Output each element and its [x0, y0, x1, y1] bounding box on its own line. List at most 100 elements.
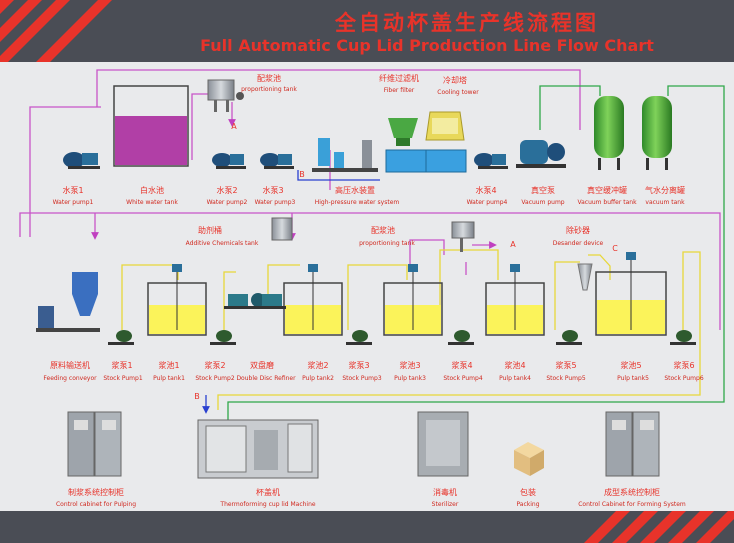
- fiber-filter: [388, 118, 418, 146]
- label-high-pressure-en: High-pressure water system: [314, 199, 400, 206]
- label-fiber-filter-en: Fiber filter: [383, 87, 415, 94]
- cooling-tower: [425, 111, 465, 141]
- label-white-water-tank-cn: 白水池: [140, 186, 164, 195]
- yellow-pipes: [121, 249, 701, 410]
- label-pulp-tank5-cn: 浆池5: [620, 361, 642, 370]
- label-stock-pump1-cn: 浆泵1: [111, 361, 133, 370]
- marker-b-top: B: [299, 170, 305, 179]
- vacuum-buffer-tank: [594, 96, 624, 170]
- label-desander-en: Desander device: [552, 240, 604, 247]
- label-vacuum-buffer-tank-en: Vacuum buffer tank: [577, 199, 637, 206]
- header-banner: 全自动杯盖生产线流程图 Full Automatic Cup Lid Produ…: [0, 0, 734, 62]
- footer-banner: [0, 511, 734, 543]
- label-proportioning-tank-top-cn: 配浆池: [257, 74, 281, 83]
- control-cabinet-forming: [605, 411, 660, 477]
- vacuum-pump: [516, 140, 566, 168]
- label-water-pump3-en: Water pump3: [254, 199, 296, 206]
- header-stripes: [0, 0, 112, 62]
- label-proportioning-tank-top-en: proportioning tank: [241, 86, 297, 93]
- packing: [514, 442, 544, 476]
- magenta-pipes: [19, 69, 721, 330]
- label-thermoforming-machine-en: Thermoforming cup lid Machine: [220, 501, 316, 508]
- green-pipes: [227, 85, 725, 420]
- label-control-cabinet-forming-en: Control Cabinet for Forming System: [578, 501, 686, 508]
- label-pulp-tank1-en: Pulp tank1: [153, 375, 185, 382]
- additive-chemicals-tank: [271, 217, 293, 241]
- double-disc-refiner: [224, 293, 286, 309]
- page-title: 全自动杯盖生产线流程图: [335, 11, 599, 35]
- proportioning-tank-mid: [451, 221, 475, 252]
- water-pump3: [260, 153, 294, 169]
- proportioning-tank-top: [207, 79, 244, 112]
- label-proportioning-tank-mid-en: proportioning tank: [359, 240, 415, 247]
- label-pulp-tank2-en: Pulp tank2: [302, 375, 334, 382]
- label-double-disc-refiner-en: Double Disc Refiner: [236, 375, 296, 382]
- page-subtitle: Full Automatic Cup Lid Production Line F…: [200, 36, 654, 55]
- blue-pipes: [202, 170, 380, 414]
- label-water-pump3-cn: 水泵3: [262, 186, 284, 195]
- label-pulp-tank1-cn: 浆池1: [158, 361, 180, 370]
- pulp-tank2: [283, 264, 343, 336]
- label-pulp-tank4-en: Pulp tank4: [499, 375, 531, 382]
- label-additive-tank-cn: 助剂桶: [198, 226, 222, 235]
- thermoforming-machine: [197, 419, 319, 479]
- water-tank-blue: [385, 149, 467, 173]
- pulp-tank1: [147, 264, 207, 336]
- label-stock-pump2-cn: 浆泵2: [204, 361, 226, 370]
- sterilizer: [417, 411, 469, 477]
- label-proportioning-tank-mid-cn: 配浆池: [371, 226, 395, 235]
- label-sterilizer-en: Sterilizer: [431, 501, 459, 508]
- label-control-cabinet-forming-cn: 成型系统控制柜: [604, 488, 660, 497]
- label-stock-pump4-cn: 浆泵4: [451, 361, 473, 370]
- water-pump1: [63, 152, 100, 169]
- label-pulp-tank3-cn: 浆池3: [399, 361, 421, 370]
- label-water-pump1-en: Water pump1: [52, 199, 94, 206]
- marker-a-mid: A: [510, 240, 516, 249]
- water-pump4: [474, 153, 508, 169]
- desander-device: [577, 263, 593, 291]
- label-feeding-conveyor-cn: 原料输送机: [50, 361, 90, 370]
- label-control-cabinet-pulping-en: Control cabinet for Pulping: [55, 501, 137, 508]
- label-vacuum-pump-en: Vacuum pump: [521, 199, 565, 206]
- label-water-pump4-en: Water pump4: [466, 199, 508, 206]
- label-stock-pump4-en: Stock Pump4: [443, 375, 483, 382]
- label-pulp-tank2-cn: 浆池2: [307, 361, 329, 370]
- label-water-pump1-cn: 水泵1: [62, 186, 84, 195]
- pulp-tank3: [383, 264, 443, 336]
- label-stock-pump5-cn: 浆泵5: [555, 361, 577, 370]
- label-pulp-tank5-en: Pulp tank5: [617, 375, 649, 382]
- label-stock-pump5-en: Stock Pump5: [546, 375, 586, 382]
- label-stock-pump3-cn: 浆泵3: [348, 361, 370, 370]
- label-vacuum-pump-cn: 真空泵: [531, 186, 555, 195]
- label-cooling-tower-en: Cooling tower: [437, 89, 479, 96]
- label-control-cabinet-pulping-cn: 制浆系统控制柜: [68, 488, 124, 497]
- label-stock-pump3-en: Stock Pump3: [342, 375, 382, 382]
- label-stock-pump6-cn: 浆泵6: [673, 361, 695, 370]
- label-sterilizer-cn: 消毒机: [433, 488, 457, 497]
- control-cabinet-pulping: [67, 411, 122, 477]
- pulp-tank4: [485, 264, 545, 336]
- label-stock-pump2-en: Stock Pump2: [195, 375, 235, 382]
- label-fiber-filter-cn: 纤维过滤机: [379, 74, 419, 83]
- label-packing-en: Packing: [516, 501, 540, 508]
- label-vacuum-tank-en: vacuum tank: [645, 199, 685, 206]
- marker-b-bottom: B: [194, 392, 200, 401]
- high-pressure-water-system: [312, 138, 378, 172]
- pulp-tank5: [595, 252, 667, 336]
- marker-c: C: [612, 244, 618, 253]
- stock-pumps: [108, 330, 696, 345]
- feeding-conveyor: [36, 272, 100, 332]
- vacuum-tank: [642, 96, 672, 170]
- label-cooling-tower-cn: 冷却塔: [443, 76, 467, 85]
- label-desander-cn: 除砂器: [566, 226, 590, 235]
- label-stock-pump6-en: Stock Pump6: [664, 375, 704, 382]
- marker-a-top: A: [231, 122, 237, 131]
- label-packing-cn: 包装: [520, 488, 536, 497]
- label-white-water-tank-en: White water tank: [126, 199, 178, 206]
- label-high-pressure-cn: 高压水装置: [335, 186, 375, 195]
- label-pulp-tank3-en: Pulp tank3: [394, 375, 426, 382]
- label-double-disc-refiner-cn: 双盘磨: [250, 361, 274, 370]
- label-pulp-tank4-cn: 浆池4: [504, 361, 526, 370]
- label-feeding-conveyor-en: Feeding conveyor: [43, 375, 97, 382]
